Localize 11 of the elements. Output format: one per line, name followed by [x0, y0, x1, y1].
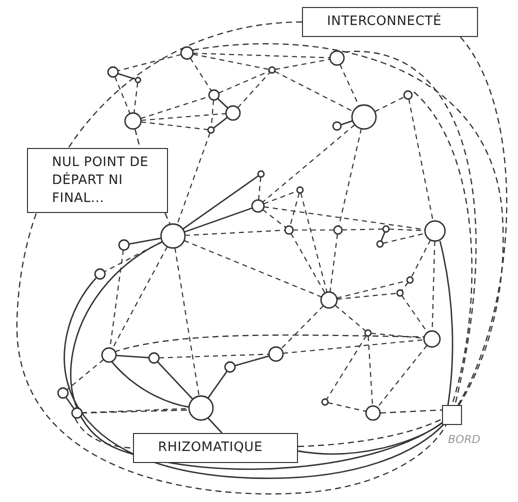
square-node	[442, 405, 462, 425]
text-box	[27, 148, 168, 213]
box-label: NUL POINT DE DÉPART NI FINAL...	[51, 154, 150, 208]
connector-line	[298, 418, 442, 448]
box-label: INTERCONNECTÉ	[326, 13, 443, 31]
connector-line	[457, 36, 508, 406]
node-caption: BORD	[448, 432, 480, 448]
text-box	[302, 7, 478, 37]
text-box	[133, 433, 298, 463]
box-label: RHIZOMATIQUE	[157, 439, 264, 457]
connector-line	[298, 422, 442, 455]
